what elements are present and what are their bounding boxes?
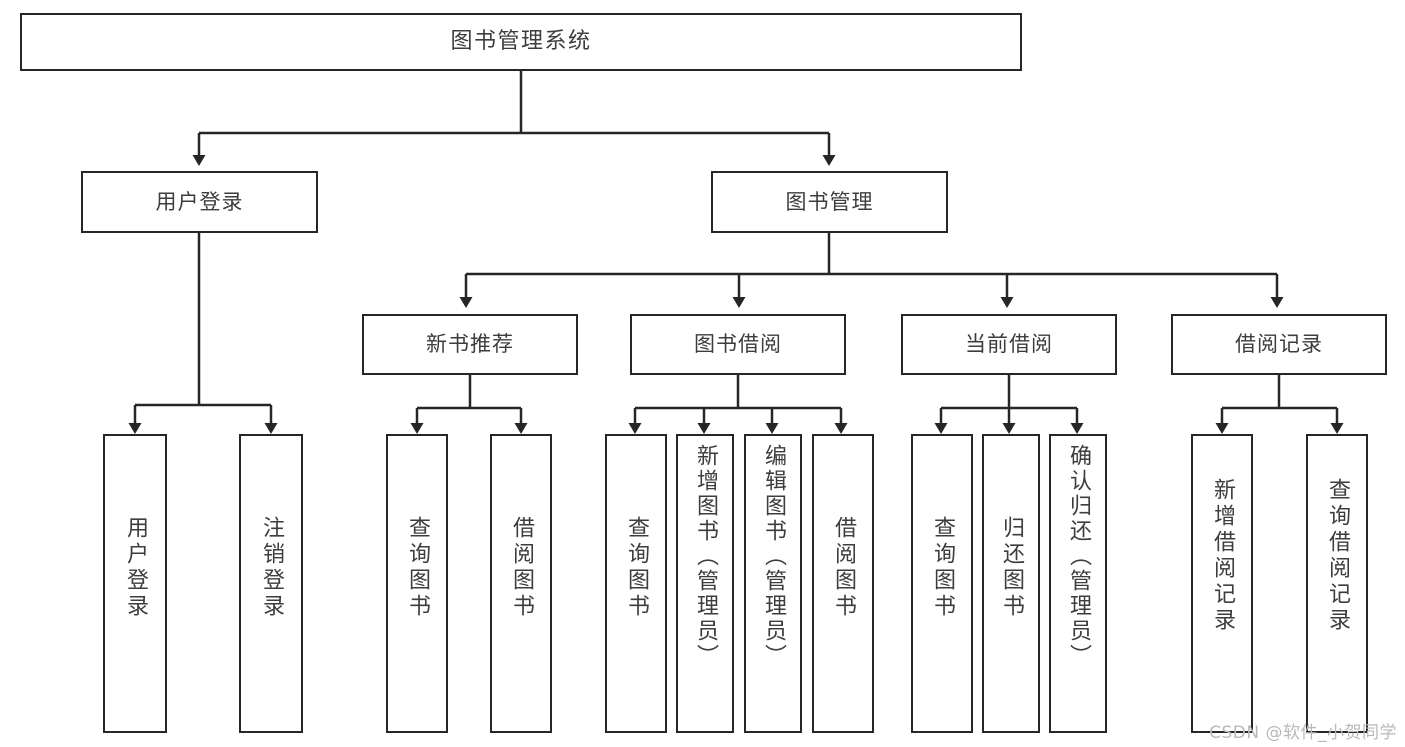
node-label: 当前借阅: [965, 332, 1053, 357]
node-label: 查询图书: [930, 516, 955, 620]
node-leaf-query-book-current[interactable]: 查询图书: [911, 434, 973, 733]
node-leaf-query-book-borrow[interactable]: 查询图书: [605, 434, 667, 733]
node-label: 借阅图书: [509, 516, 534, 620]
node-label: 查询图书: [624, 516, 649, 620]
node-leaf-query-borrow-record[interactable]: 查询借阅记录: [1306, 434, 1368, 733]
node-label: 图书管理: [785, 189, 874, 214]
node-label: 查询借阅记录: [1325, 478, 1350, 634]
node-label: 借阅记录: [1235, 332, 1323, 357]
node-current-borrow[interactable]: 当前借阅: [901, 314, 1117, 375]
node-root-book-management-system[interactable]: 图书管理系统: [20, 13, 1022, 71]
node-leaf-return-book[interactable]: 归还图书: [982, 434, 1040, 733]
node-book-management[interactable]: 图书管理: [711, 171, 948, 233]
node-leaf-edit-book-admin[interactable]: 编辑图书（管理员）: [744, 434, 802, 733]
node-new-book-recommend[interactable]: 新书推荐: [362, 314, 578, 375]
node-leaf-borrow-book[interactable]: 借阅图书: [812, 434, 874, 733]
node-label: 图书借阅: [694, 332, 782, 357]
node-leaf-confirm-return-admin[interactable]: 确认归还（管理员）: [1049, 434, 1107, 733]
node-leaf-add-book-admin[interactable]: 新增图书（管理员）: [676, 434, 734, 733]
watermark: CSDN @软件_小贺同学: [1209, 723, 1397, 743]
node-leaf-user-login[interactable]: 用户登录: [103, 434, 167, 733]
node-label: 查询图书: [405, 516, 430, 620]
node-label: 用户登录: [155, 189, 244, 214]
node-book-borrow[interactable]: 图书借阅: [630, 314, 846, 375]
node-label: 新增图书（管理员）: [693, 444, 718, 669]
node-label: 注销登录: [259, 516, 284, 620]
node-label: 新书推荐: [426, 332, 514, 357]
node-leaf-query-book-recommend[interactable]: 查询图书: [386, 434, 448, 733]
node-label: 图书管理系统: [450, 29, 592, 55]
node-label: 归还图书: [999, 516, 1024, 620]
node-leaf-add-borrow-record[interactable]: 新增借阅记录: [1191, 434, 1253, 733]
node-label: 编辑图书（管理员）: [761, 444, 786, 669]
node-leaf-borrow-book-recommend[interactable]: 借阅图书: [490, 434, 552, 733]
node-leaf-logout[interactable]: 注销登录: [239, 434, 303, 733]
node-label: 确认归还（管理员）: [1066, 444, 1091, 669]
node-label: 用户登录: [123, 516, 148, 620]
node-label: 借阅图书: [831, 516, 856, 620]
node-borrow-records[interactable]: 借阅记录: [1171, 314, 1387, 375]
node-label: 新增借阅记录: [1210, 478, 1235, 634]
node-user-login[interactable]: 用户登录: [81, 171, 318, 233]
